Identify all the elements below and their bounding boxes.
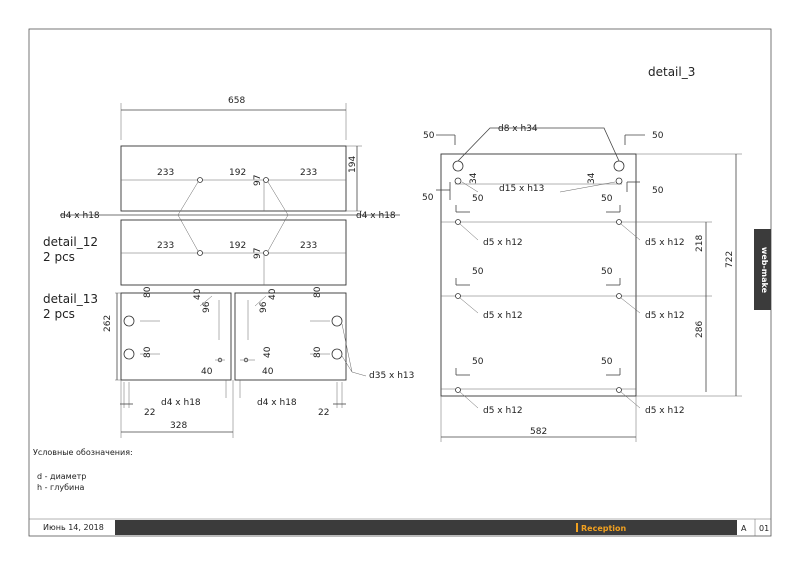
detail3-d5-label-6: d5 x h12 xyxy=(645,406,685,416)
detail3-d5-label-2: d5 x h12 xyxy=(645,238,685,248)
detail12-panel-bottom xyxy=(120,219,347,286)
detail13-dim-262: 262 xyxy=(103,315,113,332)
detail3-dim-218: 218 xyxy=(695,235,705,252)
detail12-dim-97-b: 97 xyxy=(253,248,263,259)
detail3-dim-50-c: 50 xyxy=(472,267,484,277)
detail13-dim-96-b: 96 xyxy=(259,301,269,313)
detail3-panel xyxy=(440,153,637,397)
footer-bar xyxy=(115,520,737,535)
detail3-dim-34-l: 34 xyxy=(469,172,479,184)
detail13-dim-80-b: 80 xyxy=(143,346,153,358)
detail12-dim-192-b: 192 xyxy=(229,241,246,251)
detail3-d5-label-5: d5 x h12 xyxy=(483,406,523,416)
detail3-dim-34-r: 34 xyxy=(587,172,597,184)
detail13-name: detail_13 xyxy=(43,292,98,306)
detail3-d5-label-3: d5 x h12 xyxy=(483,311,523,321)
sidebar-tab xyxy=(754,229,771,310)
detail12-hole-label-left: d4 x h18 xyxy=(60,211,100,221)
footer-accent xyxy=(576,523,578,532)
detail13-dim-40-b: 40 xyxy=(268,288,278,300)
detail3-dim-582: 582 xyxy=(530,427,547,437)
detail3-dim-50-f: 50 xyxy=(601,357,613,367)
detail3-d5-label-4: d5 x h12 xyxy=(645,311,685,321)
footer-page: 01 xyxy=(759,524,769,533)
detail3-dim-50-e: 50 xyxy=(472,357,484,367)
detail13-d35-label: d35 x h13 xyxy=(369,371,414,381)
legend-h: h - глубина xyxy=(37,483,84,492)
detail3-dim-722: 722 xyxy=(725,251,735,268)
detail13-dim-328: 328 xyxy=(170,421,187,431)
detail3-dim-50-a: 50 xyxy=(472,194,484,204)
detail12-dim-658: 658 xyxy=(228,96,245,106)
detail12-dim-97-a: 97 xyxy=(253,175,263,186)
detail12-dim-233-a: 233 xyxy=(157,168,174,178)
detail12-dim-194: 194 xyxy=(348,156,358,173)
detail13-dim-80-c: 80 xyxy=(313,286,323,298)
footer-date: Июнь 14, 2018 xyxy=(43,523,104,532)
detail3-dim-50-tr: 50 xyxy=(652,131,664,141)
detail13-dim-40-c: 40 xyxy=(263,346,273,358)
detail12-dim-233-d: 233 xyxy=(300,241,317,251)
detail13-dim-80-a: 80 xyxy=(143,286,153,298)
detail3-dim-50-mr: 50 xyxy=(652,186,664,196)
detail12-dim-233-c: 233 xyxy=(157,241,174,251)
detail13-panel-right xyxy=(234,292,347,381)
detail13-panel-left xyxy=(120,292,232,381)
detail12-panel-top xyxy=(120,145,347,212)
detail13-dim-22-l: 22 xyxy=(144,408,155,418)
detail3-dim-50-b: 50 xyxy=(601,194,613,204)
footer-project: Reception xyxy=(581,524,627,533)
footer-format: A xyxy=(741,524,747,533)
detail3-dim-50-ml: 50 xyxy=(422,193,434,203)
detail12-name: detail_12 xyxy=(43,235,98,249)
detail3-dim-50-tl: 50 xyxy=(423,131,435,141)
detail13-d4-label-left: d4 x h18 xyxy=(161,398,201,408)
detail13-qty: 2 pcs xyxy=(43,307,75,321)
detail3-d15-label: d15 x h13 xyxy=(499,184,544,194)
detail13-dim-40-e: 40 xyxy=(262,367,274,377)
detail12-hole-label-right: d4 x h18 xyxy=(356,211,396,221)
detail3-dim-50-d: 50 xyxy=(601,267,613,277)
detail3-d8-label: d8 x h34 xyxy=(498,124,538,134)
sidebar-tab-label: web-make xyxy=(760,247,769,294)
detail3-dim-286: 286 xyxy=(695,321,705,338)
detail13-dim-22-r: 22 xyxy=(318,408,329,418)
detail12-qty: 2 pcs xyxy=(43,250,75,264)
detail3-title: detail_3 xyxy=(648,65,695,79)
detail13-dim-40-d: 40 xyxy=(201,367,213,377)
detail13-dim-40-a: 40 xyxy=(193,288,203,300)
detail12-dim-233-b: 233 xyxy=(300,168,317,178)
detail13-dim-80-d: 80 xyxy=(313,346,323,358)
legend-d: d - диаметр xyxy=(37,472,86,481)
detail3-d5-label-1: d5 x h12 xyxy=(483,238,523,248)
detail13-d4-label-right: d4 x h18 xyxy=(257,398,297,408)
legend-title: Условные обозначения: xyxy=(33,448,133,457)
detail13-dim-96-a: 96 xyxy=(202,301,212,313)
detail12-dim-192-a: 192 xyxy=(229,168,246,178)
